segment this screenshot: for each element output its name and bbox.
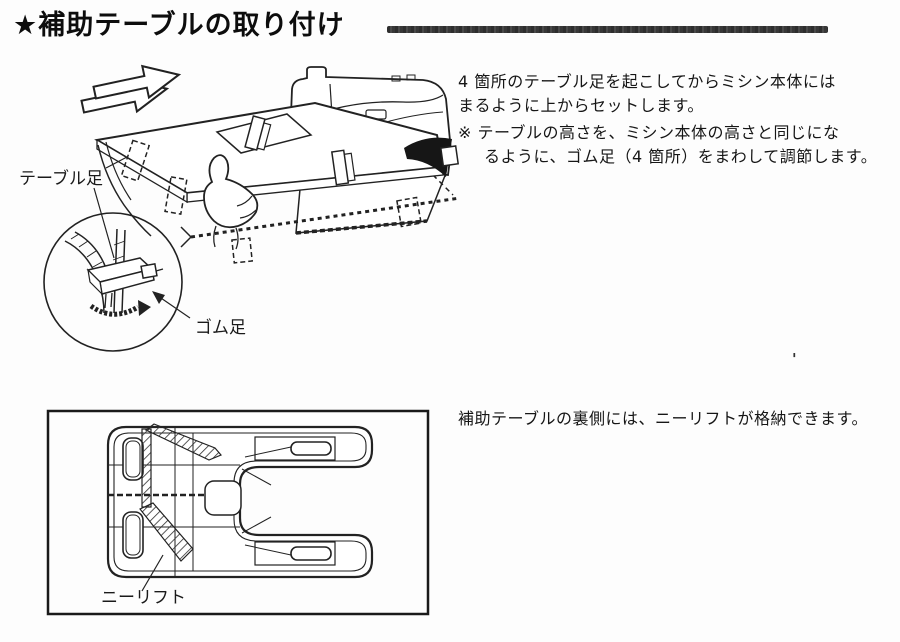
instruction-line: ※ テーブルの高さを、ミシン本体の高さと同じにな bbox=[458, 123, 840, 142]
knee-lift-drawing bbox=[139, 423, 222, 562]
auxiliary-table-drawing bbox=[94, 101, 445, 237]
folded-table-leg bbox=[164, 176, 188, 215]
rotate-arrow bbox=[89, 303, 140, 317]
page-title: ★補助テーブルの取り付け bbox=[13, 10, 345, 41]
knee-lift-label: ニーリフト bbox=[101, 588, 186, 608]
instruction-line: まるように上からセットします。 bbox=[458, 96, 704, 115]
scan-artifact-mark: ' bbox=[792, 350, 797, 368]
title-rule bbox=[387, 26, 828, 33]
installation-instructions: 4 箇所のテーブル足を起こしてからミシン本体には まるように上からセットします。… bbox=[458, 70, 894, 169]
instruction-line: るように、ゴム足（4 箇所）をまわして調節します。 bbox=[484, 147, 878, 166]
figure-labels: テーブル足 ゴム足 bbox=[19, 156, 246, 338]
instruction-line: 4 箇所のテーブル足を起こしてからミシン本体には bbox=[458, 72, 836, 91]
figure-border bbox=[46, 409, 430, 616]
folded-table-leg bbox=[120, 139, 151, 182]
hand-drawing bbox=[203, 154, 259, 250]
leader-arrowhead bbox=[152, 291, 165, 304]
knee-lift-note: 補助テーブルの裏側には、ニーリフトが格納できます。 bbox=[458, 409, 868, 428]
rubber-foot-detail-circle bbox=[43, 212, 183, 352]
table-end-tab bbox=[439, 145, 460, 167]
table-leg-label: テーブル足 bbox=[19, 168, 103, 189]
knee-lift-leader-line bbox=[141, 554, 164, 592]
figure-attach-table: テーブル足 ゴム足 bbox=[19, 64, 461, 352]
rubber-foot-label: ゴム足 bbox=[195, 317, 246, 338]
slide-direction-arrow-icon bbox=[80, 64, 182, 114]
figure-knee-lift-storage: ニーリフト bbox=[46, 409, 430, 616]
